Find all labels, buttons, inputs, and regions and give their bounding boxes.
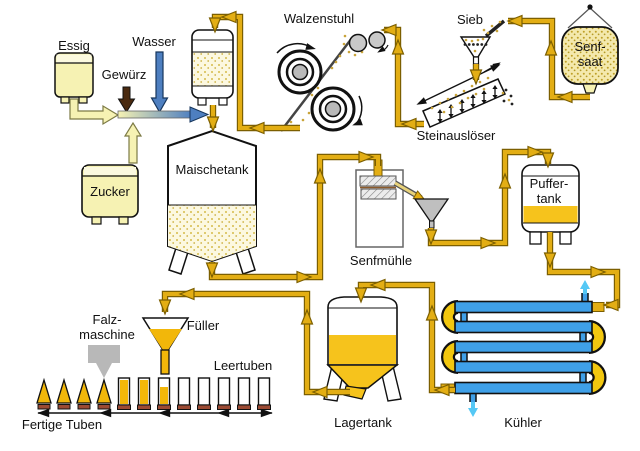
label-kuehler: Kühler bbox=[504, 415, 542, 430]
coolant-out-arrow bbox=[580, 280, 590, 294]
label-senfsaat-line1: Senf- bbox=[574, 39, 606, 54]
pipe-dosing-tank-to-maischetank bbox=[206, 105, 220, 132]
mixing-pipe bbox=[117, 106, 210, 123]
finished-tube bbox=[36, 377, 52, 410]
product-inlet-stub bbox=[591, 302, 605, 312]
label-gewuerz: Gewürz bbox=[101, 67, 147, 82]
finished-tube bbox=[76, 377, 92, 410]
senfsaat-sack bbox=[561, 4, 619, 94]
partially-filled-tube bbox=[157, 377, 171, 410]
steinausloeser bbox=[414, 61, 514, 128]
label-maischetank: Maischetank bbox=[175, 162, 249, 177]
fueller bbox=[141, 317, 190, 375]
label-puffertank-line1: Puffer- bbox=[529, 176, 569, 191]
coolant-in-arrow bbox=[468, 402, 478, 417]
senfmuehle-funnel bbox=[413, 198, 450, 222]
senfmuehle bbox=[355, 159, 450, 248]
pipe-kuehler-to-lagertank bbox=[354, 278, 455, 397]
finished-tube bbox=[56, 377, 72, 410]
label-leertuben: Leertuben bbox=[213, 358, 273, 373]
kuehler bbox=[440, 280, 607, 417]
gewuerz-arrow bbox=[117, 86, 136, 113]
empty-tube bbox=[237, 377, 251, 410]
label-fueller: Füller bbox=[186, 318, 220, 333]
label-lagertank: Lagertank bbox=[334, 415, 392, 430]
label-senfsaat-line2: saat bbox=[577, 54, 603, 69]
zucker-feed-arrow bbox=[123, 121, 143, 164]
sieb bbox=[459, 19, 506, 73]
empty-tube bbox=[257, 377, 271, 410]
label-walzenstuhl: Walzenstuhl bbox=[283, 11, 355, 26]
label-fertige-tuben: Fertige Tuben bbox=[21, 417, 103, 432]
label-sieb: Sieb bbox=[456, 12, 484, 27]
label-puffertank-line2: tank bbox=[536, 191, 562, 206]
empty-tube bbox=[217, 377, 231, 410]
pipe-walzenstuhl-to-dosing-tank bbox=[208, 10, 300, 135]
empty-tube bbox=[197, 377, 211, 410]
lagertank bbox=[323, 296, 402, 402]
essig-feed-arrow bbox=[69, 98, 120, 126]
puffertank bbox=[521, 164, 580, 245]
pipe-sieb-to-steinausloeser bbox=[469, 64, 483, 85]
pipe-senfmuehle-to-puffertank bbox=[424, 145, 555, 250]
essig-tank bbox=[54, 52, 120, 126]
label-essig: Essig bbox=[58, 38, 90, 53]
pipe-maischetank-to-senfmuehle bbox=[205, 150, 382, 284]
label-zucker: Zucker bbox=[90, 184, 130, 199]
zucker-tank bbox=[81, 121, 143, 225]
maischetank bbox=[167, 129, 257, 275]
filled-tube bbox=[137, 377, 151, 410]
falzmaschine bbox=[88, 345, 120, 378]
pipe-lagertank-to-fueller bbox=[158, 287, 350, 399]
dosing-tank bbox=[191, 29, 234, 106]
label-falzmaschine-line2: maschine bbox=[79, 327, 135, 342]
pipe-senfsaat-to-sieb bbox=[507, 14, 590, 104]
walzenstuhl bbox=[276, 31, 389, 132]
feed-roller bbox=[348, 33, 368, 53]
finished-tube bbox=[96, 377, 112, 410]
tube-conveyor bbox=[36, 377, 273, 418]
label-senfmuehle: Senfmühle bbox=[349, 253, 413, 268]
label-wasser: Wasser bbox=[132, 34, 176, 49]
filled-tube bbox=[117, 377, 131, 410]
pipe-steinausloeser-to-walzenstuhl bbox=[381, 23, 424, 131]
feed-roller bbox=[368, 31, 386, 49]
wasser-arrow bbox=[150, 51, 169, 114]
label-steinausloeser: Steinauslöser bbox=[416, 128, 496, 143]
label-falzmaschine-line1: Falz- bbox=[92, 312, 122, 327]
empty-tube bbox=[177, 377, 191, 410]
pipe-puffertank-to-kuehler bbox=[543, 232, 621, 312]
